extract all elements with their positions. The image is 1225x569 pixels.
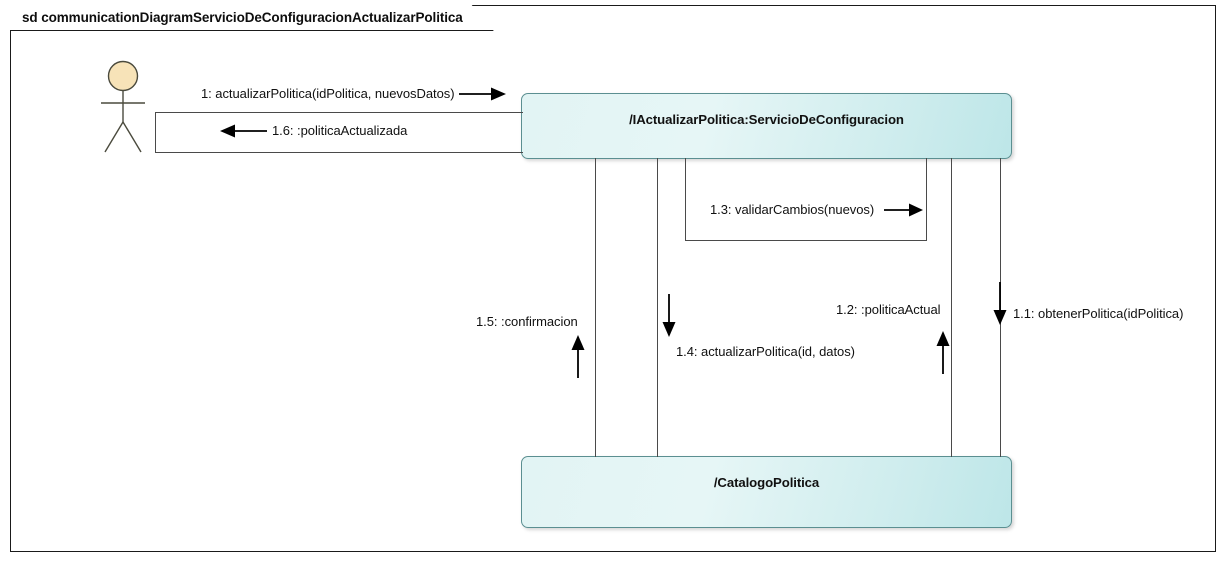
message-label-14: 1.4: actualizarPolitica(id, datos): [676, 344, 855, 359]
arrow-message-16-left: [219, 123, 267, 139]
link-servicio-catalogo-3: [951, 158, 953, 457]
lifeline-servicio-de-configuracion[interactable]: /IActualizarPolitica:ServicioDeConfigura…: [521, 93, 1012, 159]
actor-left-leg-line: [104, 121, 124, 153]
link-actor-servicio-top: [155, 112, 523, 114]
link-servicio-catalogo-2: [657, 158, 659, 457]
actor-stick-figure: [96, 60, 166, 160]
self-message-loop-13: [685, 158, 927, 241]
message-label-15: 1.5: :confirmacion: [476, 314, 578, 329]
arrow-message-13-right: [884, 202, 924, 218]
uml-frame: [10, 5, 1216, 552]
message-label-13: 1.3: validarCambios(nuevos): [710, 202, 875, 217]
link-servicio-catalogo-1: [595, 158, 597, 457]
arrow-message-12-up: [935, 330, 951, 374]
lifeline-catalogo-politica[interactable]: /CatalogoPolitica: [521, 456, 1012, 528]
actor-right-leg-line: [122, 121, 142, 153]
message-label-1: 1: actualizarPolitica(idPolitica, nuevos…: [201, 86, 455, 101]
frame-title-text: sd communicationDiagramServicioDeConfigu…: [22, 10, 463, 25]
link-actor-servicio-bottom: [155, 152, 523, 154]
actor-head-icon: [107, 60, 139, 92]
arrow-message-1-right: [459, 86, 507, 102]
lifeline-catalogo-label: /CatalogoPolitica: [713, 475, 820, 490]
arrow-message-14-down: [661, 294, 677, 338]
message-label-16: 1.6: :politicaActualizada: [272, 123, 408, 138]
arrow-message-11-down: [992, 282, 1008, 326]
link-actor-vertical: [155, 112, 157, 153]
lifeline-servicio-label: /IActualizarPolitica:ServicioDeConfigura…: [629, 112, 904, 127]
frame-title-tab: sd communicationDiagramServicioDeConfigu…: [10, 5, 494, 31]
message-label-11: 1.1: obtenerPolitica(idPolitica): [1013, 306, 1184, 321]
arrow-message-15-up: [570, 334, 586, 378]
message-label-12: 1.2: :politicaActual: [836, 302, 941, 317]
